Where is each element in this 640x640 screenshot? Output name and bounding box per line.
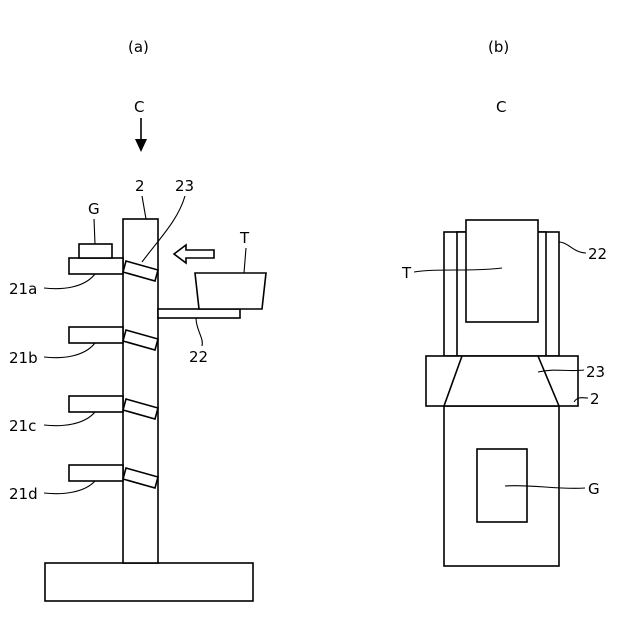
label-tray-stage: 22	[189, 348, 208, 366]
label-goods-b: G	[588, 480, 600, 498]
shelf-21d	[69, 465, 123, 481]
goods	[79, 244, 112, 258]
view-b: (b) C T 22 23 2 G	[401, 38, 607, 566]
caption-a: (a)	[128, 38, 149, 56]
label-column: 2	[135, 177, 145, 195]
caption-b: (b)	[488, 38, 509, 56]
view-label: C	[496, 98, 506, 116]
shelf-21c	[69, 396, 123, 412]
view-direction-arrow-icon	[135, 118, 147, 152]
label-shelf-21a: 21a	[9, 280, 37, 298]
label-tray-b: T	[401, 264, 412, 282]
view-a: (a) C 2 23 G 21a 21b	[9, 38, 266, 601]
base-plate	[45, 563, 253, 601]
label-tray-stage-b: 22	[588, 245, 607, 263]
label-goods: G	[88, 200, 100, 218]
label-column-b: 2	[590, 390, 600, 408]
shelf-21b	[69, 327, 123, 343]
push-direction-arrow-icon	[174, 245, 214, 263]
shelf-21a	[69, 258, 123, 274]
label-shelf-21b: 21b	[9, 349, 38, 367]
tray-front	[466, 220, 538, 322]
label-shelf-21c: 21c	[9, 417, 36, 435]
label-pusher: 23	[175, 177, 194, 195]
view-direction-label: C	[134, 98, 144, 116]
tray	[195, 273, 266, 309]
label-shelf-21d: 21d	[9, 485, 38, 503]
label-pusher-b: 23	[586, 363, 605, 381]
tray-stage	[158, 309, 240, 318]
label-tray: T	[239, 229, 250, 247]
